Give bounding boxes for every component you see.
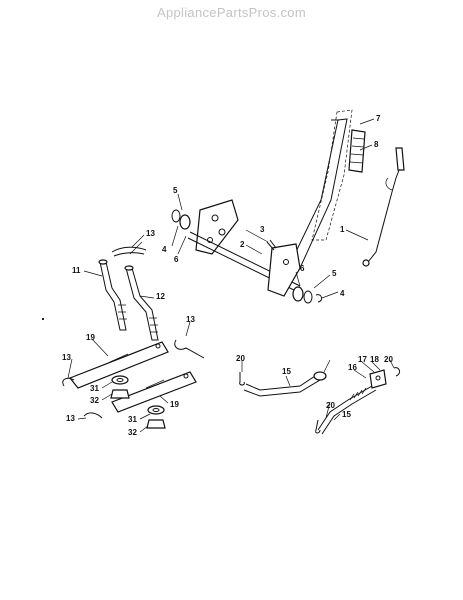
callout-13c: 13	[62, 353, 71, 362]
callout-15a: 15	[282, 367, 291, 376]
mounting-bracket	[195, 199, 239, 255]
callout-4a: 4	[162, 245, 167, 254]
callout-12: 12	[156, 292, 165, 301]
lift-handle	[289, 109, 353, 269]
clip-20-right	[393, 367, 401, 377]
washer-31b	[147, 405, 165, 415]
shaft-arm	[267, 243, 301, 297]
watermark: AppliancePartsPros.com	[157, 5, 306, 20]
callout-6a: 6	[174, 255, 179, 264]
callout-20c: 20	[326, 401, 335, 410]
link-rod-15a	[243, 371, 327, 397]
nut-32b	[146, 419, 166, 429]
callout-5a: 5	[173, 186, 178, 195]
callout-16: 16	[348, 363, 357, 372]
callout-19a: 19	[86, 333, 95, 342]
callout-1: 1	[340, 225, 345, 234]
callout-2: 2	[240, 240, 245, 249]
hanger-bracket-lower	[111, 371, 197, 413]
washer-31a	[111, 375, 129, 385]
hairpin-right	[174, 339, 205, 359]
hairpin-bottom	[83, 412, 103, 419]
bushing-left	[171, 209, 191, 230]
spring	[349, 387, 367, 401]
callout-13a: 13	[146, 229, 155, 238]
callout-13b: 13	[186, 315, 195, 324]
callout-3: 3	[260, 225, 265, 234]
callout-7: 7	[376, 114, 381, 123]
cotter-pin-3	[266, 239, 277, 251]
callout-13d: 13	[66, 414, 75, 423]
callout-8: 8	[374, 140, 379, 149]
callout-20a: 20	[236, 354, 245, 363]
lift-link-12	[124, 265, 159, 341]
bushing-right	[292, 286, 323, 304]
hairpin-upper	[111, 246, 147, 257]
callout-32b: 32	[128, 428, 137, 437]
lift-link-11	[98, 259, 127, 331]
callout-19b: 19	[170, 400, 179, 409]
callout-20b: 20	[384, 355, 393, 364]
callout-17: 17	[358, 355, 367, 364]
leader-lines	[67, 118, 395, 433]
callout-5b: 5	[332, 269, 337, 278]
nut-32a	[110, 389, 130, 399]
callout-18: 18	[370, 355, 379, 364]
callout-6b: 6	[300, 264, 305, 273]
handle-grip	[348, 129, 366, 173]
callouts: 7 8 1 2 3 5 4 6 6 5 4 13 11 12 13 19 13 …	[62, 114, 393, 437]
callout-11: 11	[72, 266, 81, 275]
margin-tick	[42, 318, 44, 320]
callout-32a: 32	[90, 396, 99, 405]
clip-20-bottom	[315, 419, 321, 434]
callout-4b: 4	[340, 289, 345, 298]
callout-31b: 31	[128, 415, 137, 424]
trunnion-16-17-18	[369, 369, 387, 389]
callout-15b: 15	[342, 410, 351, 419]
hairpin-left	[62, 377, 75, 387]
lift-rod	[362, 147, 405, 267]
clip-20-left	[239, 372, 245, 386]
callout-31a: 31	[90, 384, 99, 393]
hanger-bracket-upper	[69, 341, 169, 389]
